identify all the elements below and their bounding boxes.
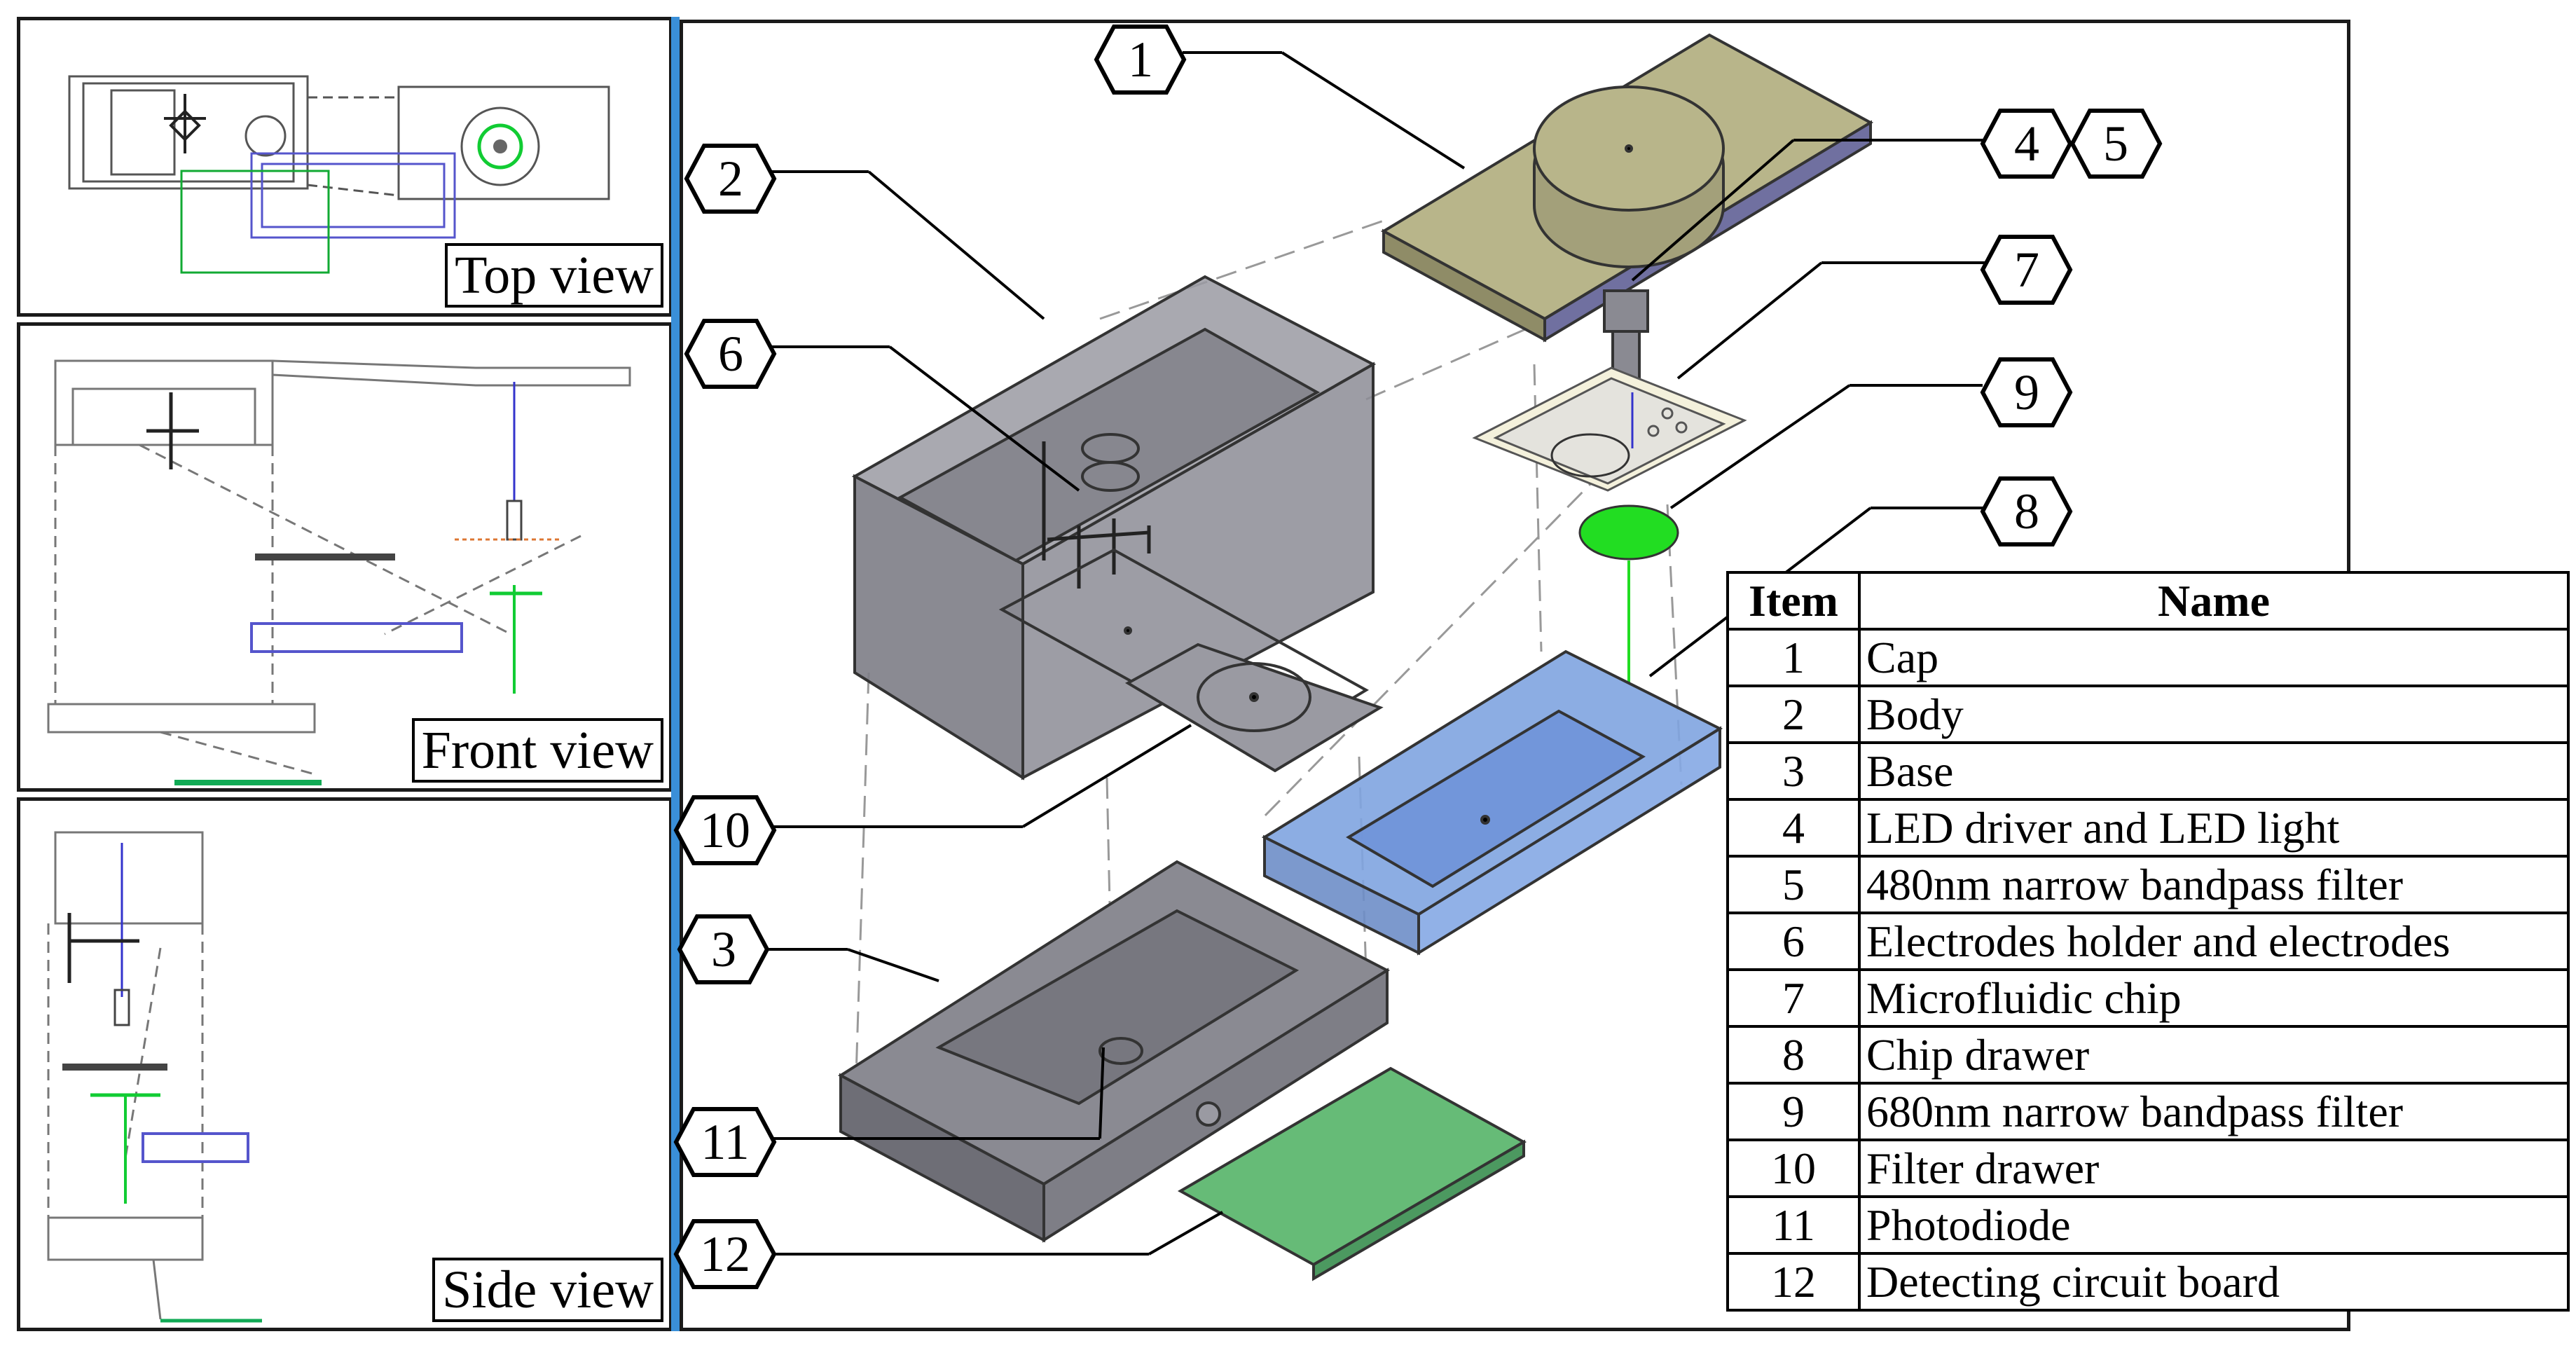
svg-text:2: 2 — [718, 151, 743, 207]
item-name: Filter drawer — [1858, 1139, 2570, 1198]
item-name: Chip drawer — [1858, 1025, 2570, 1085]
svg-text:6: 6 — [718, 326, 743, 382]
header-name: Name — [1858, 571, 2570, 631]
item-name: Base — [1858, 741, 2570, 801]
filter-680 — [1578, 504, 1679, 683]
item-name: Microfluidic chip — [1858, 968, 2570, 1028]
svg-text:4: 4 — [2014, 116, 2039, 172]
callout-9: 9 — [1980, 357, 2073, 427]
item-number: 12 — [1726, 1252, 1861, 1312]
top-view-drawing — [68, 75, 610, 274]
body-part — [851, 275, 1384, 780]
callout-11: 11 — [673, 1107, 777, 1177]
item-number: 5 — [1726, 855, 1861, 914]
svg-text:9: 9 — [2014, 364, 2039, 420]
side-view-drawing — [47, 831, 262, 1323]
item-number: 3 — [1726, 741, 1861, 801]
item-name: Detecting circuit board — [1858, 1252, 2570, 1312]
callout-12: 12 — [673, 1219, 777, 1289]
base-part — [838, 860, 1391, 1243]
callout-2: 2 — [684, 144, 777, 214]
view-divider — [671, 17, 680, 1331]
header-item: Item — [1726, 571, 1861, 631]
item-number: 1 — [1726, 628, 1861, 687]
item-number: 4 — [1726, 798, 1861, 858]
item-number: 11 — [1726, 1195, 1861, 1255]
callout-4: 4 — [1980, 109, 2073, 179]
callout-6: 6 — [684, 319, 777, 389]
item-name: 480nm narrow bandpass filter — [1858, 855, 2570, 914]
electrode-holder — [1042, 441, 1151, 589]
svg-text:12: 12 — [700, 1226, 750, 1282]
svg-text:8: 8 — [2014, 483, 2039, 539]
callout-5: 5 — [2069, 109, 2163, 179]
callout-8: 8 — [1980, 476, 2073, 546]
svg-text:10: 10 — [700, 802, 750, 858]
front-view-label: Front view — [411, 718, 663, 783]
cap-part — [1380, 33, 1874, 343]
circuit-board — [1177, 1066, 1527, 1281]
item-name: Cap — [1858, 628, 2570, 687]
item-number: 2 — [1726, 685, 1861, 744]
item-number: 7 — [1726, 968, 1861, 1028]
item-name: Electrodes holder and electrodes — [1858, 912, 2570, 971]
item-number: 9 — [1726, 1082, 1861, 1141]
front-view-drawing — [47, 359, 631, 785]
svg-text:5: 5 — [2103, 116, 2128, 172]
side-view-label: Side view — [432, 1258, 663, 1322]
front-view-panel: Front view — [17, 322, 673, 792]
callout-7: 7 — [1980, 235, 2073, 305]
callout-10: 10 — [673, 795, 777, 865]
svg-text:7: 7 — [2014, 242, 2039, 298]
callout-1: 1 — [1094, 25, 1187, 95]
item-name: Photodiode — [1858, 1195, 2570, 1255]
svg-text:1: 1 — [1128, 32, 1153, 88]
item-name: 680nm narrow bandpass filter — [1858, 1082, 2570, 1141]
parts-table-header: Item Name — [1726, 571, 2570, 631]
item-number: 6 — [1726, 912, 1861, 971]
callout-3: 3 — [677, 914, 770, 984]
microfluidic-chip — [1472, 366, 1747, 492]
item-name: Body — [1858, 685, 2570, 744]
item-number: 10 — [1726, 1139, 1861, 1198]
chip-drawer — [1261, 649, 1723, 956]
top-view-panel: Top view — [17, 17, 673, 317]
item-number: 8 — [1726, 1025, 1861, 1085]
callout-hexagons: 1 2 3 4 5 6 7 8 9 10 11 12 — [673, 25, 2163, 1289]
svg-text:3: 3 — [711, 921, 736, 977]
item-name: LED driver and LED light — [1858, 798, 2570, 858]
svg-text:11: 11 — [701, 1114, 749, 1170]
side-view-panel: Side view — [17, 797, 673, 1331]
top-view-label: Top view — [445, 243, 663, 308]
